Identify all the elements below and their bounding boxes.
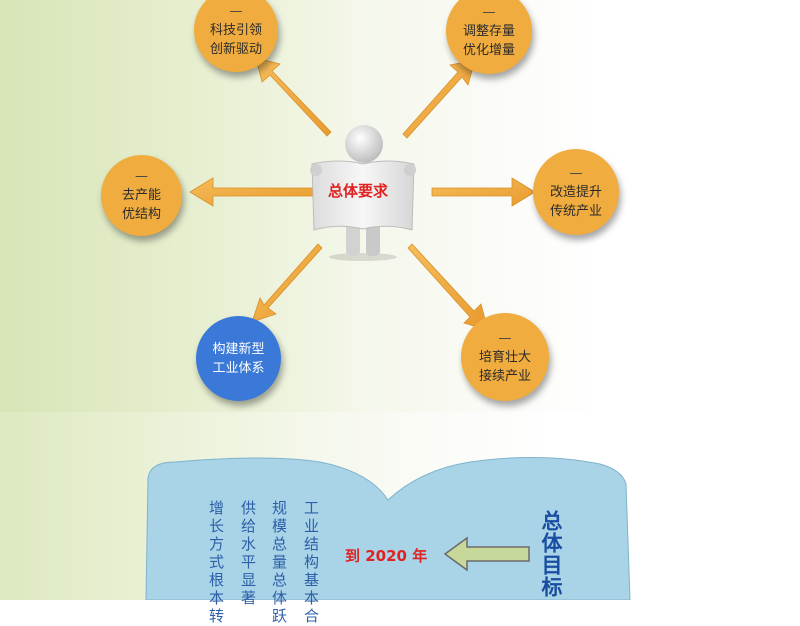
node-adjust-line2: 优化增量 xyxy=(462,42,515,58)
target-year-label: 到 2020 年 xyxy=(345,547,428,565)
arrow-to-upgrade xyxy=(431,177,536,207)
node-reduce-capacity: —去产能 优结构 xyxy=(101,155,182,236)
node-cultivate-line2: 接续产业 xyxy=(478,368,531,384)
center-title: 总体要求 xyxy=(327,182,388,200)
node-industry-line2: 工业体系 xyxy=(212,360,265,376)
arrow-to-adjust xyxy=(402,59,476,139)
node-capacity-line1: —去产能 xyxy=(121,169,161,203)
open-book-shape xyxy=(145,456,631,600)
node-tech-line1: —科技引领 xyxy=(209,3,262,38)
node-adjust-stock: —调整存量 优化增量 xyxy=(446,0,532,74)
node-cultivate-line1: —培育壮大 xyxy=(478,330,531,365)
node-capacity-line2: 优结构 xyxy=(121,207,161,222)
node-upgrade-line2: 传统产业 xyxy=(549,203,602,219)
node-adjust-line1: —调整存量 xyxy=(462,4,515,39)
node-tech-innovation: —科技引领 创新驱动 xyxy=(194,0,278,72)
right-margin xyxy=(645,0,800,600)
arrows-layer xyxy=(189,57,536,331)
arrow-to-capacity xyxy=(189,177,314,207)
goal-column-3: 供给水平显著 xyxy=(239,500,257,608)
node-upgrade-line1: —改造提升 xyxy=(549,165,602,200)
goals-title: 总体目标 xyxy=(539,510,563,598)
node-cultivate-successor: —培育壮大 接续产业 xyxy=(461,313,549,401)
goal-column-2: 规模总量总体跃 xyxy=(270,500,288,626)
left-arrow-icon xyxy=(443,536,530,572)
node-tech-line2: 创新驱动 xyxy=(209,41,262,57)
goal-column-4: 增长方式根本转 xyxy=(207,500,225,626)
arrow-to-tech xyxy=(255,57,332,137)
node-new-industrial-system: 构建新型 工业体系 xyxy=(196,316,281,401)
node-upgrade-traditional: —改造提升 传统产业 xyxy=(533,149,619,235)
person-holding-paper-icon xyxy=(310,125,416,261)
node-industry-line1: 构建新型 xyxy=(212,341,265,357)
goal-column-1: 工业结构基本合 xyxy=(302,500,320,626)
arrow-to-industry xyxy=(251,243,323,323)
